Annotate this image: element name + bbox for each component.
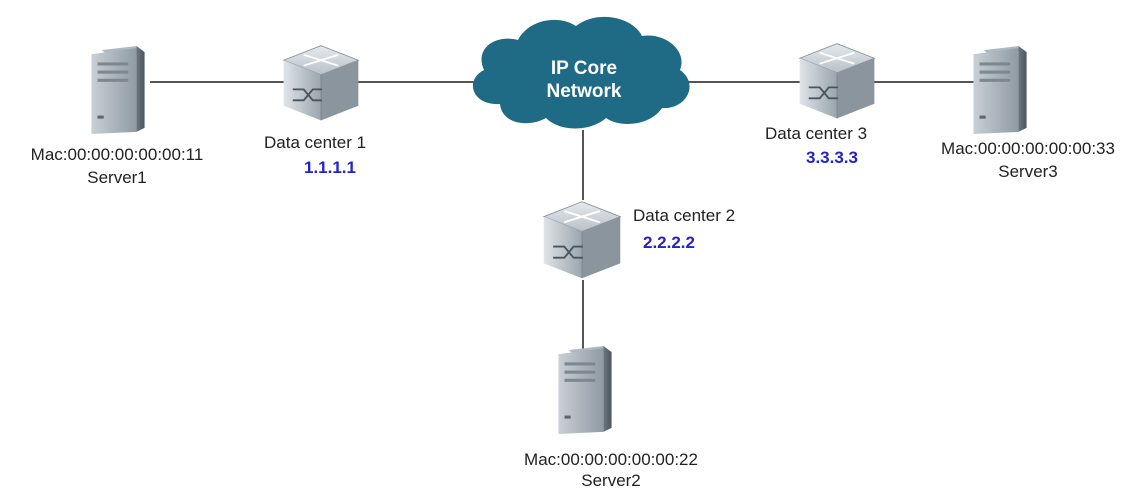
data-center-3-label: Data center 3 <box>765 124 868 143</box>
server3-name: Server3 <box>998 162 1058 181</box>
ip-core-cloud <box>472 16 690 129</box>
data-center-2-label: Data center 2 <box>633 206 736 225</box>
server2-name: Server2 <box>581 471 641 490</box>
data-center-3-ip: 3.3.3.3 <box>806 148 858 167</box>
server3-mac: Mac:00:00:00:00:00:33 <box>941 139 1115 158</box>
data-center-3-switch-icon <box>798 42 876 120</box>
data-center-1-ip: 1.1.1.1 <box>304 158 356 177</box>
links <box>150 81 975 350</box>
core-network-label: IP Core Network <box>547 57 622 103</box>
core-network-label-line1: IP Core <box>550 58 618 79</box>
server2-mac: Mac:00:00:00:00:00:22 <box>524 450 698 469</box>
data-center-1-label: Data center 1 <box>264 133 367 152</box>
data-center-2-ip: 2.2.2.2 <box>643 233 695 252</box>
server1-name: Server1 <box>87 168 147 187</box>
data-center-1-switch-icon <box>282 44 360 122</box>
server3-icon <box>973 46 1027 134</box>
server1-mac: Mac:00:00:00:00:00:11 <box>30 145 204 164</box>
server2-icon <box>558 346 612 434</box>
data-center-2-switch-icon <box>542 200 622 280</box>
server1-icon <box>91 46 145 134</box>
core-network-label-line2: Network <box>546 81 622 102</box>
